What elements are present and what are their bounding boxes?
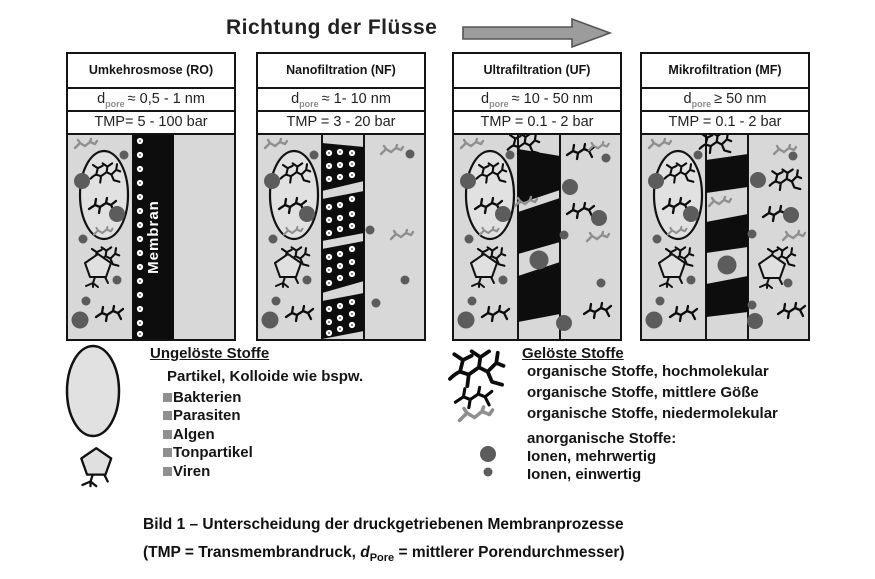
pore-value: ≥ 50 nm — [714, 91, 767, 107]
pore-value: ≈ 10 - 50 nm — [511, 91, 593, 107]
d-pore-symbol: d — [360, 544, 370, 561]
ion-monovalent-label: Ionen, einwertig — [527, 466, 642, 483]
ion-in-gap — [717, 255, 737, 275]
caption-line2: (TMP = Transmembrandruck, dPore = mittle… — [143, 544, 625, 565]
permeate-particles — [556, 140, 613, 331]
column-umkehrosmose: Umkehrosmose (RO) dpore≈ 0,5 - 1 nm TMP=… — [66, 52, 236, 341]
solved-symbols-icon — [448, 349, 506, 477]
list-item: Parasiten — [163, 407, 253, 426]
pore-symbol: d — [291, 91, 300, 107]
panel-ro: Membran — [66, 133, 236, 341]
pore-size-row: dpore≈ 10 - 50 nm — [452, 87, 622, 112]
legend-solved-organic-list: organische Stoffe, hochmolekular organis… — [527, 363, 778, 426]
pore-value: ≈ 1- 10 nm — [321, 91, 391, 107]
column-mikrofiltration: Mikrofiltration (MF) dpore≥ 50 nm TMP = … — [640, 52, 810, 341]
permeate-particles — [747, 143, 807, 329]
list-item: Algen — [163, 425, 253, 444]
tmp-row: TMP = 0.1 - 2 bar — [452, 110, 622, 135]
feed-particles — [72, 139, 129, 329]
process-title: Umkehrosmose (RO) — [66, 52, 236, 89]
flow-direction-arrow-icon — [462, 17, 613, 49]
membrane-segments — [706, 154, 748, 317]
pore-subscript: pore — [489, 98, 509, 109]
square-bullet-icon — [163, 411, 172, 421]
legend-inorganic-title: anorganische Stoffe: — [527, 430, 677, 447]
pore-size-row: dpore≥ 50 nm — [640, 87, 810, 112]
panel-nf — [256, 133, 426, 341]
square-bullet-icon — [163, 429, 172, 439]
process-title: Nanofiltration (NF) — [256, 52, 426, 89]
pore-symbol: d — [97, 91, 106, 107]
molecule-crossing-membrane — [698, 135, 733, 155]
membrane-pores — [136, 137, 144, 338]
pore-value: ≈ 0,5 - 1 nm — [127, 91, 205, 107]
feed-particles — [262, 139, 319, 329]
caption-line1: Bild 1 – Unterscheidung der druckgetrieb… — [143, 516, 624, 533]
pore-subscript: pore — [105, 98, 125, 109]
column-ultrafiltration: Ultrafiltration (UF) dpore≈ 10 - 50 nm T… — [452, 52, 622, 341]
process-title: Mikrofiltration (MF) — [640, 52, 810, 89]
feed-particles — [458, 139, 515, 329]
membrane-segments — [518, 149, 560, 322]
ion-multivalent-icon — [480, 446, 496, 462]
panel-uf — [452, 133, 622, 341]
tmp-row: TMP = 0.1 - 2 bar — [640, 110, 810, 135]
molecule-in-gap — [707, 195, 733, 208]
organic-medium-icon — [453, 385, 494, 410]
virus-icon — [80, 446, 113, 488]
panel-ro-scene: Membran — [68, 135, 174, 339]
legend-solved-title: Gelöste Stoffe — [522, 345, 624, 362]
list-item: organische Stoffe, niedermolekular — [527, 405, 778, 422]
list-item: organische Stoffe, mittlere Göße — [527, 384, 759, 401]
figure-caption: Bild 1 – Unterscheidung der druckgetrieb… — [143, 511, 625, 572]
particle-ellipse-icon — [65, 344, 121, 438]
ion-in-gap — [529, 250, 549, 270]
legend-unsolved-title: Ungelöste Stoffe — [150, 345, 270, 362]
pore-symbol: d — [481, 91, 490, 107]
panel-nf-scene — [258, 135, 415, 339]
ion-multivalent-label: Ionen, mehrwertig — [527, 448, 657, 465]
unsolved-symbols-icon — [65, 344, 121, 488]
permeate-particles — [365, 143, 415, 308]
membrane-pores — [325, 148, 356, 337]
pore-subscript: pore — [691, 98, 712, 109]
legend-unsolved-list: Bakterien Parasiten Algen Tonpartikel Vi… — [163, 388, 253, 481]
tmp-row: TMP= 5 - 100 bar — [66, 110, 236, 135]
list-item: Tonpartikel — [163, 444, 253, 463]
pore-symbol: d — [683, 91, 692, 107]
square-bullet-icon — [163, 392, 172, 402]
legend-unsolved-intro: Partikel, Kolloide wie bspw. — [167, 368, 364, 385]
panel-uf-scene — [454, 135, 613, 339]
list-item: Viren — [163, 462, 253, 481]
process-title: Ultrafiltration (UF) — [452, 52, 622, 89]
list-item: Bakterien — [163, 388, 253, 407]
square-bullet-icon — [163, 448, 172, 458]
organic-low-icon — [457, 405, 495, 423]
diagram-title: Richtung der Flüsse — [226, 16, 438, 39]
organic-high-icon — [448, 349, 506, 389]
membrane-label: Membran — [145, 200, 162, 274]
pore-size-row: dpore≈ 1- 10 nm — [256, 87, 426, 112]
panel-mf — [640, 133, 810, 341]
ion-monovalent-icon — [483, 467, 493, 477]
panel-mf-scene — [642, 135, 807, 339]
list-item: organische Stoffe, hochmolekular — [527, 363, 769, 380]
d-pore-subscript: Pore — [369, 552, 395, 565]
feed-particles — [646, 139, 703, 329]
pore-size-row: dpore≈ 0,5 - 1 nm — [66, 87, 236, 112]
tmp-row: TMP = 3 - 20 bar — [256, 110, 426, 135]
column-nanofiltration: Nanofiltration (NF) dpore≈ 1- 10 nm TMP … — [256, 52, 426, 341]
square-bullet-icon — [163, 466, 172, 476]
pore-subscript: pore — [299, 98, 319, 109]
